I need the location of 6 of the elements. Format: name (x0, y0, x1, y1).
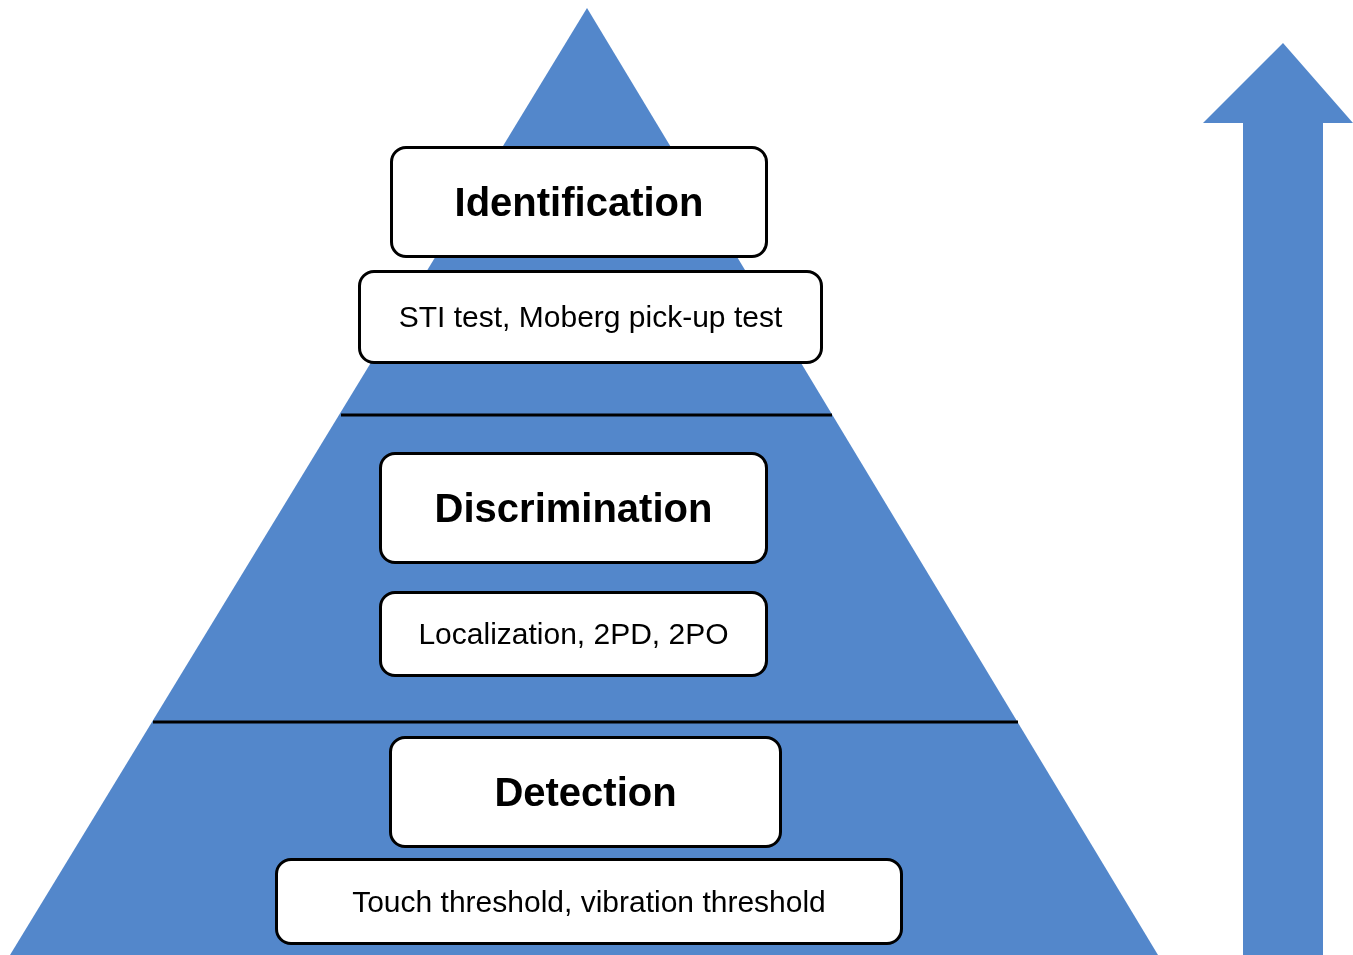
test-list-box: STI test, Moberg pick-up test (358, 270, 823, 364)
test-list-box: Localization, 2PD, 2PO (379, 591, 768, 677)
test-list-box: Touch threshold, vibration threshold (275, 858, 903, 945)
level-heading-box: Detection (389, 736, 782, 848)
level-heading-box: Identification (390, 146, 768, 258)
level-heading-box: Discrimination (379, 452, 768, 564)
